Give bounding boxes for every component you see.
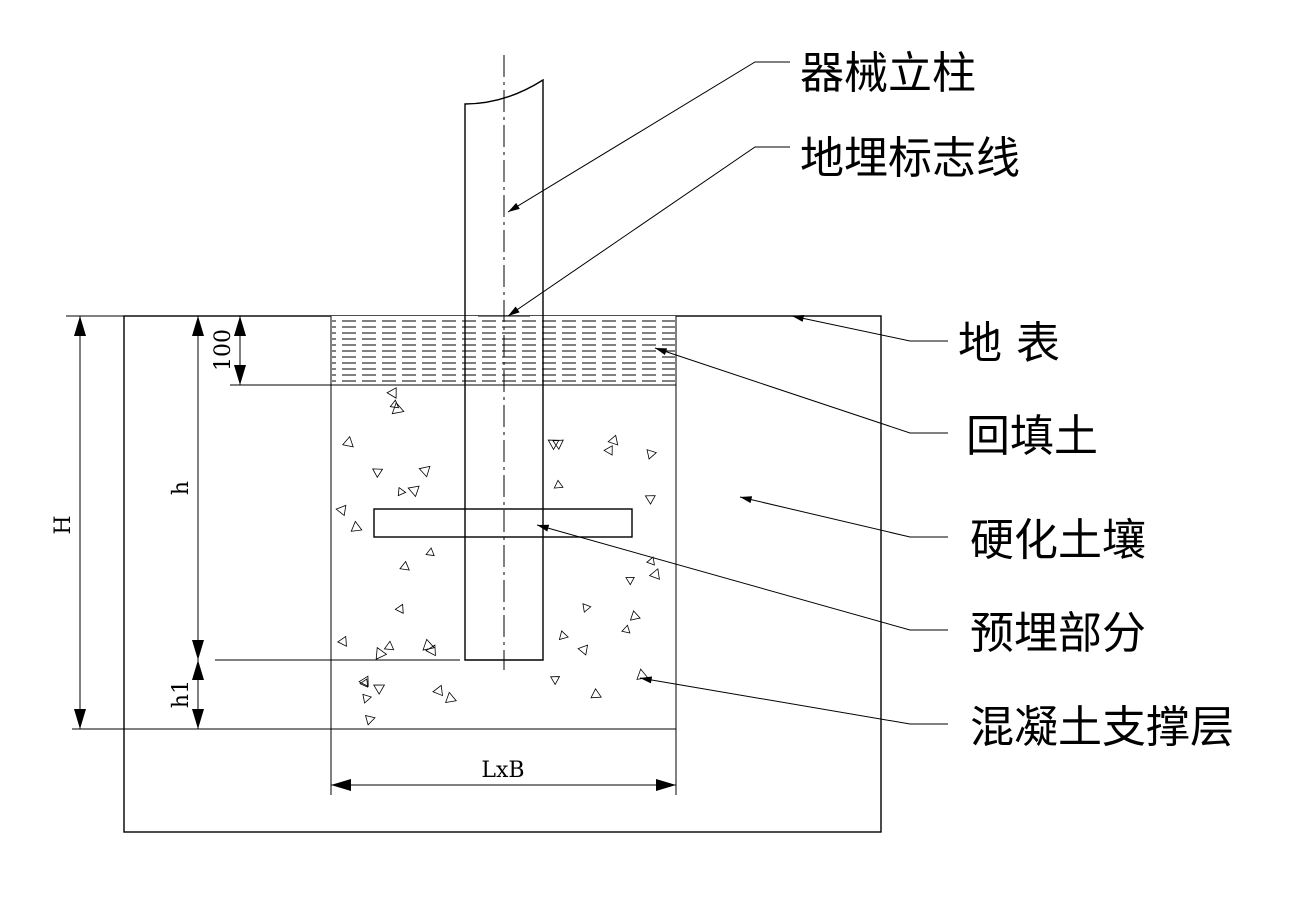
aggregate-mark <box>625 577 635 586</box>
aggregate-mark <box>418 465 431 478</box>
label-backfill: 回填土 <box>966 411 1098 462</box>
aggregate-mark <box>341 435 354 448</box>
aggregate-mark <box>646 449 658 460</box>
label-concrete-layer: 混凝土支撑层 <box>970 702 1234 753</box>
anchor-crossbar <box>373 508 633 538</box>
aggregate-mark <box>389 399 400 409</box>
aggregate-mark <box>422 638 436 651</box>
aggregate-mark <box>375 646 388 660</box>
dimension-h-label: h <box>169 481 194 495</box>
dimension-LxB-label: LxB <box>481 758 524 783</box>
aggregate-mark <box>362 693 373 704</box>
label-hardened-soil: 硬化土壤 <box>970 515 1146 566</box>
label-embedded-part: 预埋部分 <box>970 608 1146 659</box>
leader-lines <box>507 61 948 725</box>
aggregate-mark <box>383 640 395 651</box>
aggregate-mark <box>590 688 602 699</box>
aggregate-mark <box>582 603 592 613</box>
aggregate-mark <box>607 434 619 446</box>
aggregate-mark <box>553 479 564 489</box>
concrete-aggregate <box>335 387 660 726</box>
aggregate-mark <box>549 676 561 686</box>
aggregate-mark <box>359 678 369 688</box>
dimension-H-label: H <box>51 515 76 534</box>
aggregate-mark <box>386 387 397 399</box>
aggregate-mark <box>372 468 384 479</box>
aggregate-mark <box>648 568 660 580</box>
annotation-labels: 器械立柱 地埋标志线 地 表 回填土 硬化土壤 预埋部分 混凝土支撑层 <box>800 48 1234 753</box>
aggregate-mark <box>445 691 457 704</box>
aggregate-mark <box>425 547 435 557</box>
aggregate-mark <box>394 603 404 614</box>
aggregate-mark <box>644 495 656 505</box>
aggregate-mark <box>558 630 569 641</box>
aggregate-mark <box>399 560 410 571</box>
dimension-100-label: 100 <box>211 329 236 371</box>
aggregate-mark <box>350 520 363 532</box>
dimension-H: H <box>51 315 124 729</box>
aggregate-mark <box>397 486 407 497</box>
aggregate-mark <box>425 644 436 657</box>
aggregate-mark <box>603 445 613 456</box>
dimension-h1-label: h1 <box>169 680 194 708</box>
aggregate-mark <box>577 644 589 656</box>
aggregate-mark <box>407 485 420 498</box>
aggregate-mark <box>391 401 405 415</box>
aggregate-mark <box>629 610 641 621</box>
aggregate-mark <box>432 684 443 697</box>
aggregate-mark <box>621 624 631 634</box>
aggregate-mark <box>335 504 347 517</box>
aggregate-mark <box>547 439 560 451</box>
dimension-h: h h1 <box>169 316 204 729</box>
aggregate-mark <box>646 556 655 566</box>
label-burial-mark: 地埋标志线 <box>800 133 1020 184</box>
level-lines <box>72 384 676 730</box>
aggregate-mark <box>336 635 347 647</box>
aggregate-mark <box>358 675 369 688</box>
aggregate-mark <box>364 714 376 726</box>
label-column: 器械立柱 <box>800 48 976 99</box>
aggregate-mark <box>373 684 386 695</box>
label-ground-surface: 地 表 <box>958 318 1060 369</box>
equipment-column <box>464 55 544 670</box>
dimension-100: 100 <box>211 316 246 385</box>
dimension-LxB: LxB <box>331 758 676 791</box>
